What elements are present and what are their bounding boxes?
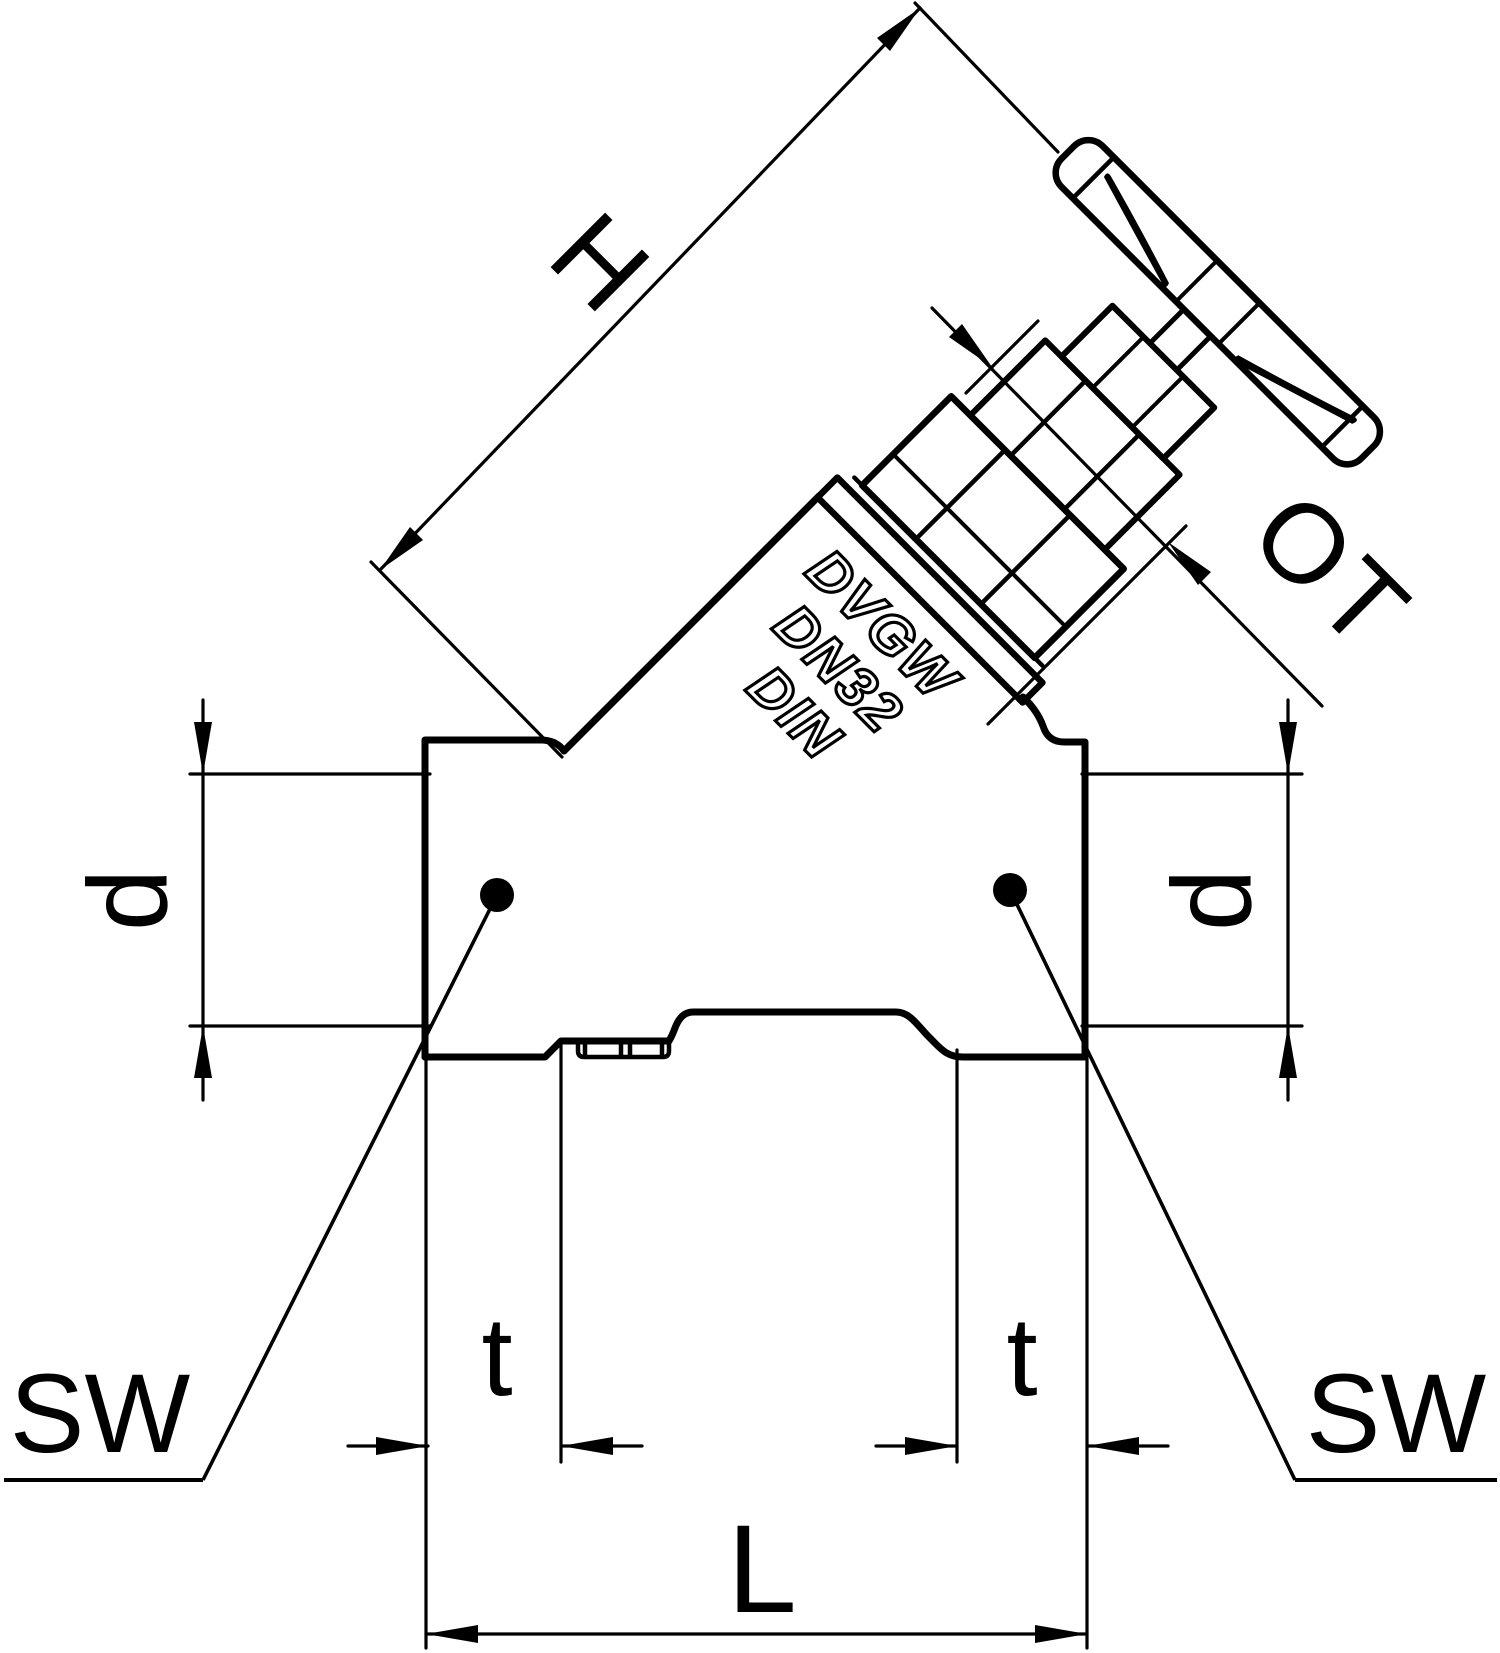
body-cast-marking: DVGW DN32 DIN [733, 535, 973, 773]
union-nut [858, 393, 1127, 662]
arrow-d-right-bottom [1279, 1026, 1297, 1078]
arrow-t-right-a [905, 1437, 957, 1455]
arrow-d-left-bottom [194, 1026, 212, 1078]
arrow-d-left-top [194, 722, 212, 774]
bonnet-assembly [814, 136, 1384, 706]
bonnet-upper-section [967, 337, 1183, 553]
valve-stem [1147, 306, 1214, 373]
drain-plug [575, 1038, 672, 1060]
bonnet-collar [814, 474, 1046, 706]
arrow-OT-lower [1168, 542, 1211, 585]
arrow-L-right [1035, 1625, 1087, 1643]
arrow-t-right-b [1087, 1437, 1139, 1455]
dim-label-length: L [727, 1500, 797, 1639]
dim-label-bore-left: d [66, 869, 191, 931]
dim-label-height: H [527, 189, 673, 335]
leader-line-left [201, 894, 499, 1481]
dimension-arrowheads [194, 8, 1297, 1643]
dim-line-H [378, 6, 922, 572]
valve-body [421, 492, 1089, 1061]
dim-label-wrench-right: SW [1306, 1351, 1487, 1476]
dimension-lines [188, 1, 1324, 1650]
dim-label-thread-depth-left: t [481, 1294, 512, 1419]
dim-label-bore-right: d [1150, 869, 1275, 931]
dim-line-OT [930, 306, 1324, 708]
ext-line-H-top [913, 1, 1060, 154]
arrow-t-left-b [561, 1437, 613, 1455]
dim-label-thread-depth-right: t [1006, 1294, 1037, 1419]
handwheel [1052, 136, 1384, 468]
arrow-H-top [877, 8, 920, 51]
arrow-H-bottom [380, 527, 423, 570]
handwheel-hub-line [1218, 303, 1260, 344]
packing-gland [1058, 302, 1218, 462]
arrow-t-left-a [376, 1437, 428, 1455]
arrow-OT-upper [949, 324, 992, 367]
valve-body-outline-left [421, 492, 823, 1061]
arrow-L-left [426, 1625, 478, 1643]
ext-line-OT-lower [986, 524, 1188, 726]
valve-body-outline-bottom [421, 1008, 1089, 1061]
wrench-size-leaders [4, 873, 1497, 1482]
handwheel-spoke-opening [1103, 173, 1170, 288]
ext-line-OT-upper [964, 319, 1040, 395]
valve-body-outline-right [1019, 693, 1089, 1061]
handwheel-spoke-opening [1234, 355, 1357, 424]
dim-label-wrench-left: SW [10, 1351, 191, 1476]
leader-line-right [1008, 889, 1297, 1481]
handwheel-hub-line [1176, 260, 1217, 302]
arrow-d-right-top [1279, 722, 1297, 774]
ext-line-H-bottom [369, 560, 564, 759]
